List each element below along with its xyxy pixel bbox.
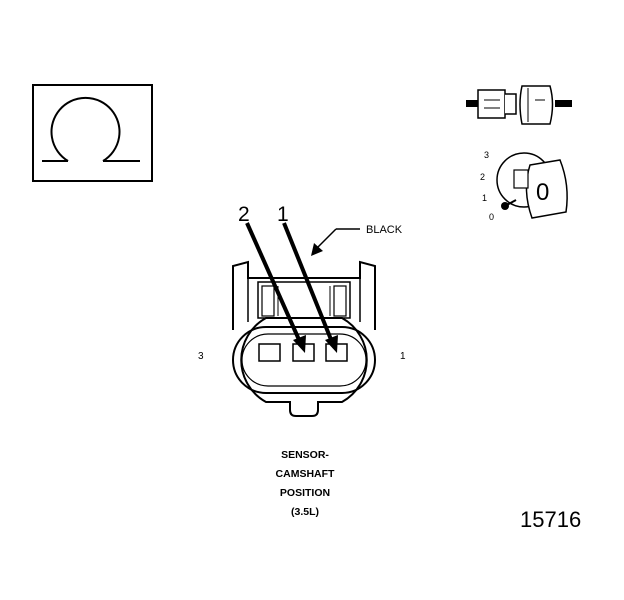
caption-line-2: CAMSHAFT bbox=[275, 468, 335, 480]
wire-leader-arrow bbox=[311, 228, 360, 256]
pin-1-arrow bbox=[282, 222, 338, 353]
pin-callout-left: 2 bbox=[238, 203, 250, 226]
key-position-2: 2 bbox=[480, 172, 485, 182]
connector-body bbox=[232, 260, 376, 417]
pin-2-arrow bbox=[245, 222, 306, 353]
wire-color-label: BLACK bbox=[366, 224, 403, 236]
pin-callout-right: 1 bbox=[277, 203, 289, 226]
figure-number: 15716 bbox=[520, 507, 582, 532]
cavity-3 bbox=[258, 343, 281, 362]
component-caption: SENSOR- CAMSHAFT POSITION (3.5L) bbox=[236, 446, 374, 522]
key-position-3: 3 bbox=[484, 150, 489, 160]
terminal-position-key-icon: 0 3 2 1 0 bbox=[480, 150, 568, 222]
key-position-1: 1 bbox=[482, 193, 487, 203]
cavity-label-left: 3 bbox=[198, 351, 204, 362]
cavity-label-right: 1 bbox=[400, 351, 406, 362]
connector-mating-icon bbox=[466, 85, 572, 125]
caption-line-3: POSITION bbox=[279, 487, 331, 499]
key-position-0: 0 bbox=[489, 212, 494, 222]
ohm-symbol-icon bbox=[32, 84, 153, 182]
caption-line-4: (3.5L) bbox=[290, 506, 319, 518]
key-symbol: 0 bbox=[536, 179, 549, 206]
caption-line-1: SENSOR- bbox=[281, 449, 329, 461]
